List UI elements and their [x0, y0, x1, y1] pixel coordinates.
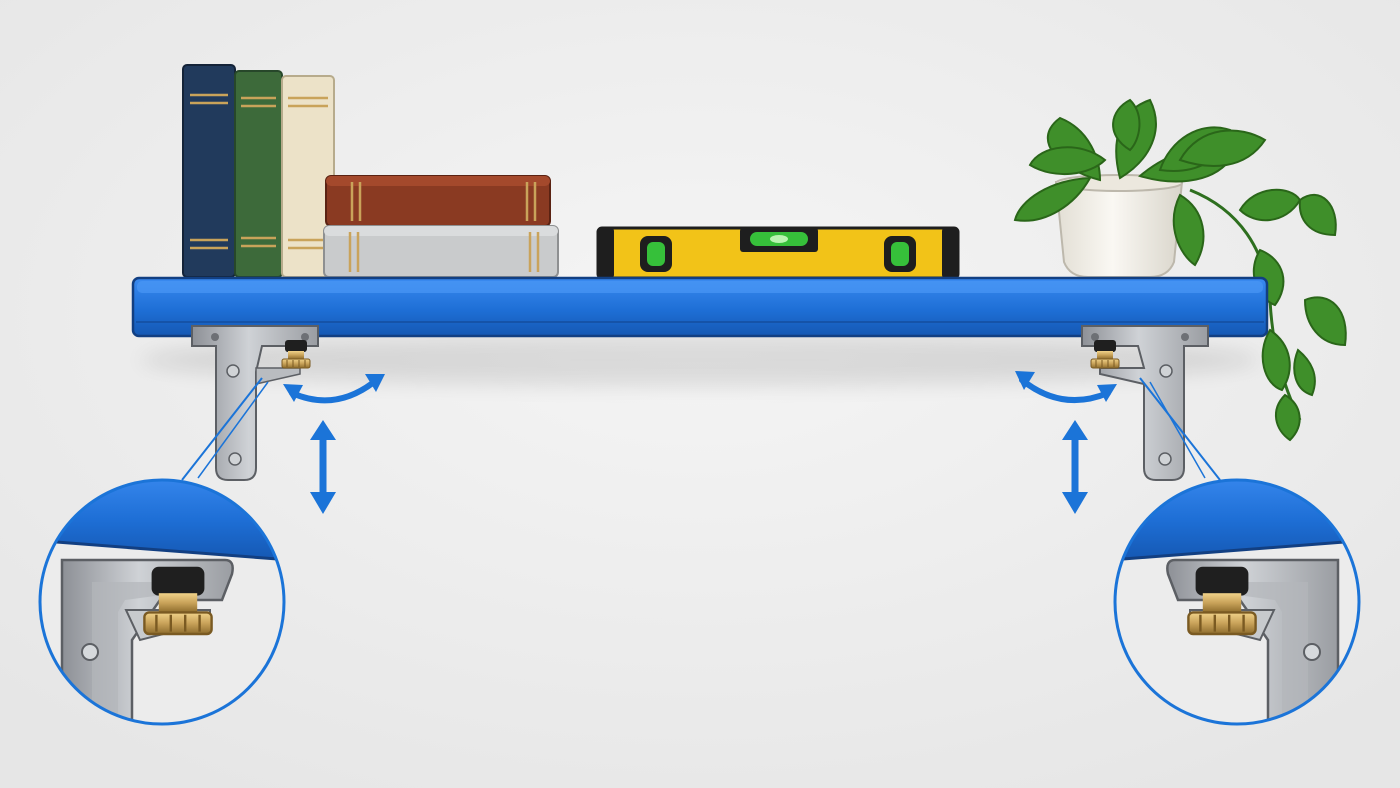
left-bracket — [191, 325, 319, 481]
callout-line-left — [181, 377, 263, 481]
rotate-arrow-head-right-b — [1097, 384, 1117, 402]
shelf-board — [131, 276, 1269, 338]
books-group — [182, 64, 559, 278]
zoom-detail-left — [38, 478, 286, 726]
rotate-arrow-head-left-a — [283, 384, 303, 402]
callout-line-right-b — [1149, 381, 1206, 479]
vertical-arrow-icon-right — [1062, 420, 1088, 514]
rotate-arrow-head-left-b — [365, 374, 385, 392]
potted-plant — [1013, 98, 1347, 442]
book-green — [234, 70, 283, 278]
right-bracket — [1081, 325, 1209, 481]
book-red-lying — [325, 175, 551, 227]
rotate-arrow-head-right-a — [1015, 371, 1035, 390]
shelf-shadow — [140, 334, 1260, 386]
callout-line-left-b — [197, 381, 269, 479]
zoom-detail-right — [1113, 478, 1361, 726]
vine-leaves — [1238, 188, 1347, 442]
spirit-level — [596, 226, 960, 280]
callout-line-right — [1139, 377, 1221, 481]
rotate-arrow-icon-left — [289, 379, 377, 404]
book-grey-lying — [323, 225, 559, 278]
plant-leaves — [1013, 98, 1267, 267]
vertical-arrow-icon-left — [310, 420, 336, 514]
rotate-arrow-icon-right — [1019, 377, 1111, 404]
book-navy — [182, 64, 236, 278]
